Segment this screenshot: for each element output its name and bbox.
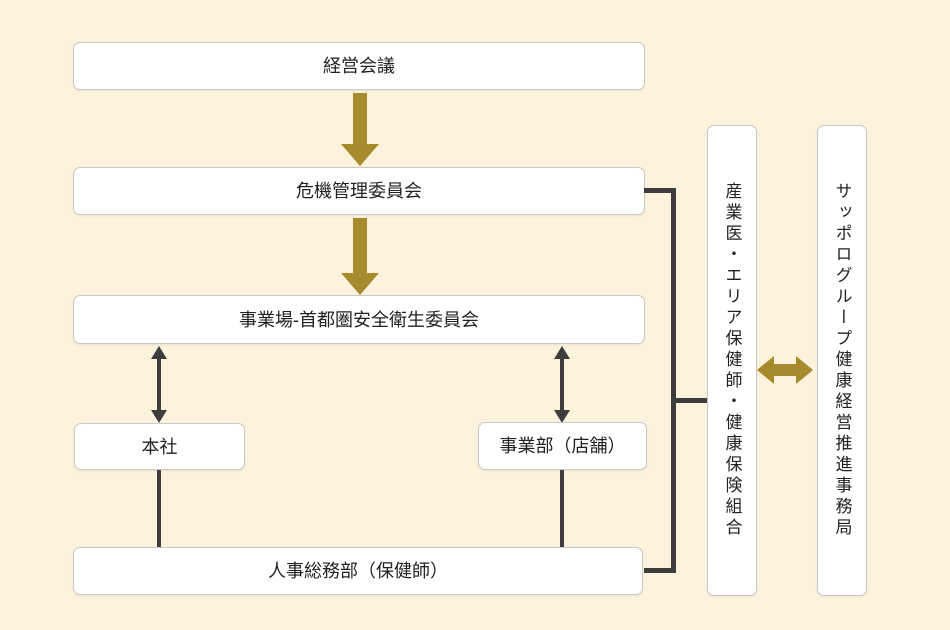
double-arrow-vertical-icon [151, 346, 167, 423]
down-arrow-head [341, 273, 379, 295]
node-honsha: 本社 [74, 423, 245, 470]
double-arrow-head-left [757, 356, 774, 384]
down-arrow-head [341, 144, 379, 166]
node-keiei-kaigi: 経営会議 [73, 42, 645, 90]
node-jinji-somu-label: 人事総務部（保健師） [268, 561, 448, 581]
node-jigyoba-shutoken: 事業場-首都圏安全衛生委員会 [73, 295, 645, 344]
bracket-stub-sangyoi [671, 398, 707, 403]
double-arrow-horizontal-icon [757, 356, 813, 384]
double-arrow-head-down [554, 410, 570, 423]
node-sapporo-group-label: サッポログループ健康経営推進事務局 [832, 182, 852, 539]
node-kiki-kanri: 危機管理委員会 [73, 167, 645, 215]
bracket-vertical-line [671, 188, 676, 573]
down-arrow-icon [341, 218, 379, 295]
down-arrow-shaft [353, 218, 367, 274]
node-honsha-label: 本社 [141, 436, 178, 457]
node-keiei-kaigi-label: 経営会議 [323, 56, 395, 76]
double-arrow-shaft [771, 364, 799, 376]
connector-line-jigyobu-jinji [560, 470, 564, 548]
node-sangyoi-hokenshi-label: 産業医・エリア保健師・健康保険組合 [722, 182, 742, 539]
node-jigyobu-tenpo: 事業部（店舗） [478, 422, 647, 470]
double-arrow-head-up [151, 346, 167, 359]
bracket-stub-kiki-kanri [644, 188, 676, 193]
node-sangyoi-hokenshi: 産業医・エリア保健師・健康保険組合 [707, 125, 757, 596]
node-jigyobu-tenpo-label: 事業部（店舗） [499, 436, 626, 456]
double-arrow-shaft [560, 356, 564, 413]
node-sapporo-group: サッポログループ健康経営推進事務局 [817, 125, 867, 596]
double-arrow-head-down [151, 410, 167, 423]
double-arrow-vertical-icon [554, 346, 570, 423]
node-jigyoba-shutoken-label: 事業場-首都圏安全衛生委員会 [239, 309, 479, 330]
bracket-stub-jinji [644, 568, 676, 573]
down-arrow-shaft [353, 93, 367, 145]
node-kiki-kanri-label: 危機管理委員会 [296, 181, 422, 201]
node-jinji-somu: 人事総務部（保健師） [73, 547, 643, 595]
double-arrow-shaft [157, 356, 161, 413]
down-arrow-icon [341, 93, 379, 166]
double-arrow-head-right [796, 356, 813, 384]
double-arrow-head-up [554, 346, 570, 359]
connector-line-honsha-jinji [157, 470, 161, 548]
